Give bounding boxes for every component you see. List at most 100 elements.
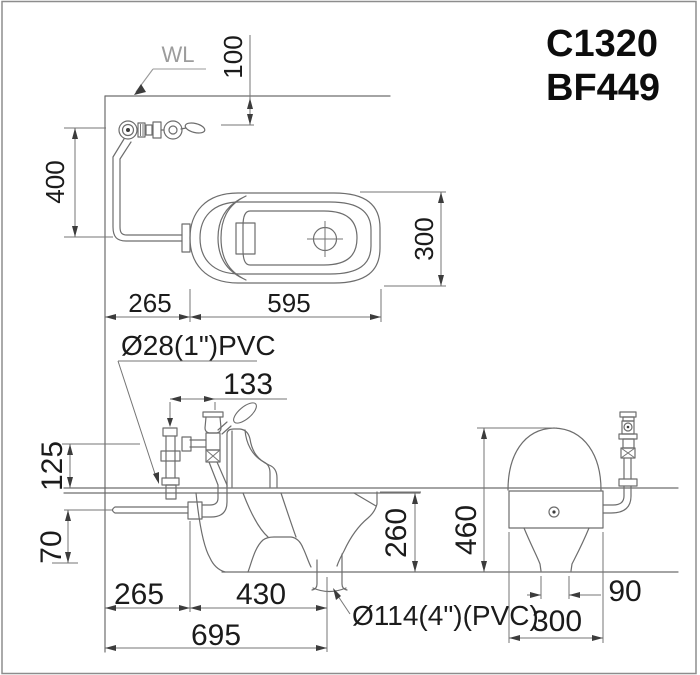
base-fixing-hole-center: [552, 510, 556, 514]
model-number: C1320: [546, 23, 658, 65]
stop-valve-cap-neck: [622, 416, 635, 422]
supply-floor-flange: [161, 477, 180, 486]
valve-top-flange: [202, 411, 224, 418]
valve-head-circle: [163, 120, 183, 140]
dim-125-lines: [62, 443, 140, 488]
valve-cross-pipe: [189, 439, 207, 448]
pan-outer-rim: [189, 192, 381, 284]
horizontal-inlet-pipe: [111, 506, 189, 514]
inlet-pipe-leader: [117, 360, 257, 481]
dim-300-top-text: 300: [409, 217, 439, 260]
drain-trumpet: [523, 527, 590, 572]
dim-300-end-text: 300: [532, 605, 582, 638]
footrest-crescent: [217, 195, 247, 281]
supply-pipe-cap: [162, 427, 178, 437]
flush-valve-elevation: [111, 402, 257, 520]
inlet-spud: [181, 223, 191, 253]
pan-dome-outline: [507, 427, 602, 491]
dim-300-top: 300: [360, 191, 446, 287]
valve-body-plan: [152, 121, 162, 139]
stop-valve-nut-cross: [620, 447, 636, 459]
pipe-floor-flange-end: [618, 478, 638, 487]
dim-260-lines: [380, 491, 421, 572]
dim-100-text: 100: [218, 35, 248, 78]
supply-pipe-below-floor: [165, 484, 177, 500]
dim-bottom-lines: [105, 521, 328, 652]
dim-400-arrows: [72, 128, 78, 237]
flush-valve-plan: [118, 120, 206, 140]
supply-pipe-plan: [112, 138, 183, 242]
dim-430-text: 430: [236, 578, 286, 611]
drain-hole-crosshair: [307, 221, 343, 257]
stop-valve-body: [622, 438, 635, 449]
dim-100-arrows: [247, 98, 253, 125]
flush-elbow: [201, 484, 228, 518]
dim-133-text: 133: [223, 368, 273, 401]
side-view: Ø28(1")PVC 133: [35, 330, 679, 652]
pan-hood-inner-curve: [244, 429, 271, 488]
dim-265-top: 265 595: [105, 288, 382, 322]
valve-lever-neck: [180, 127, 187, 130]
valve-inlet-circle: [118, 120, 138, 140]
dim-133: 133: [167, 368, 287, 427]
outlet-pipe-leader-arrow: [333, 588, 341, 600]
pan-plan-outline: [181, 192, 381, 284]
cross-pipe-nut: [181, 436, 192, 452]
dim-400-lines: [64, 127, 113, 238]
base-fixing-hole: [548, 506, 560, 518]
pan-underside-front: [195, 492, 226, 573]
dim-133-arrows: [167, 396, 215, 427]
valve-tailpiece: [137, 122, 146, 138]
dim-125: 125: [36, 441, 140, 491]
valve-body: [205, 432, 221, 451]
dim-265-top-text: 265: [128, 288, 171, 318]
dim-260-text: 260: [380, 508, 413, 558]
dim-100: 100: [218, 35, 254, 126]
dim-300-top-arrows: [438, 192, 444, 286]
stop-valve-screw-dot: [626, 425, 630, 429]
end-view: 460 90 300: [450, 411, 642, 643]
supply-riser-pipe: [165, 435, 176, 479]
flush-tail-pipe: [208, 461, 228, 486]
dim-460-lines: [477, 427, 557, 572]
water-line-leader-arrow: [134, 84, 146, 95]
dim-400-text: 400: [40, 160, 70, 203]
stop-valve-cap: [619, 411, 637, 418]
dim-300-end-arrows: [509, 635, 603, 641]
dim-90-lines: [527, 576, 601, 599]
dim-133-lines: [169, 398, 287, 421]
dim-265-595-lines: [105, 289, 382, 322]
pan-hood-outline: [226, 428, 278, 488]
pan-underside-arch: [247, 536, 312, 573]
pipe-elbow-end: [602, 485, 632, 514]
water-line-leader: [135, 68, 206, 93]
stop-valve-flange: [618, 433, 638, 440]
dim-460: 460: [450, 427, 557, 572]
pan-side-profile: [195, 428, 378, 593]
stop-valve-screw: [623, 422, 633, 432]
pan-inner-rim: [199, 201, 372, 275]
pan-trap-walls: [242, 492, 297, 538]
dim-90-arrows: [530, 592, 580, 598]
valve-inlet-circle-inner: [121, 123, 135, 137]
title-block: C1320 BF449: [546, 23, 660, 109]
dim-70-text: 70: [35, 530, 68, 563]
fitting-number: BF449: [546, 67, 660, 109]
supply-pipe-run: [112, 138, 183, 242]
drain-pipe-side: [311, 553, 348, 593]
supply-pipe-end-view: [602, 411, 638, 514]
valve-head-circle-inner: [168, 125, 178, 135]
valve-bell: [204, 416, 222, 434]
dim-300-end: 300: [508, 532, 604, 643]
lever-handle: [233, 402, 257, 424]
valve-inlet-dot: [126, 128, 130, 132]
dim-595-text: 595: [267, 288, 310, 318]
dim-300-top-lines: [360, 191, 446, 287]
valve-lock-nut-cross: [205, 449, 221, 463]
water-line-label: WL: [162, 42, 195, 67]
lever-arm: [217, 421, 232, 435]
pan-bowl-outline: [242, 210, 358, 266]
dim-70-arrows: [65, 510, 71, 563]
